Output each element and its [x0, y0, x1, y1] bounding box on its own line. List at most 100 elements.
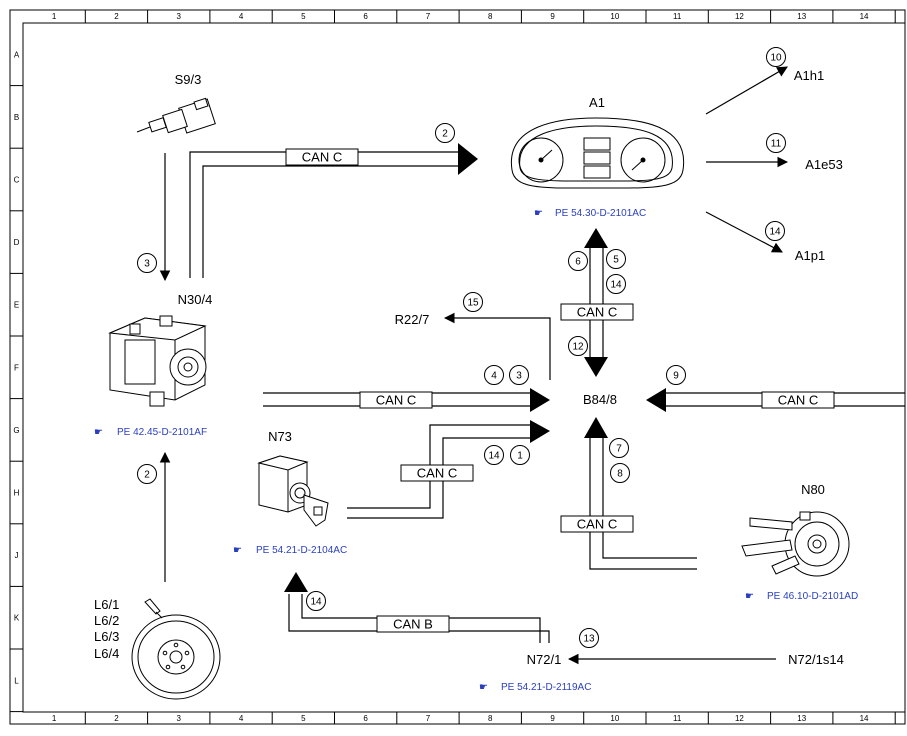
label-l6-4: L6/4 — [94, 646, 119, 661]
signal-number-s4: 4 — [484, 365, 504, 385]
arrow-b84-r22 — [443, 312, 551, 380]
label-a1e53: A1e53 — [805, 157, 843, 172]
signal-number-text: 2 — [442, 129, 448, 140]
ref-n72-1-text[interactable]: PE 54.21-D-2119AC — [501, 682, 591, 693]
signal-number-s15: 15 — [463, 292, 483, 312]
ref-n73[interactable]: ☛ PE 54.21-D-2104AC — [233, 545, 347, 556]
grid-column-label: 1 — [52, 714, 57, 723]
grid-column-label: 6 — [363, 12, 368, 21]
n30-4-control-unit-illustration — [108, 315, 207, 407]
signal-number-s2-top: 2 — [435, 123, 455, 143]
bus-label-text: CAN C — [577, 305, 617, 320]
ref-a1-text[interactable]: PE 54.30-D-2101AC — [555, 208, 646, 219]
ref-n72-1[interactable]: ☛ PE 54.21-D-2119AC — [479, 682, 591, 693]
signal-number-text: 15 — [467, 298, 479, 309]
wire-n80-b84-inner — [589, 438, 697, 570]
signal-number-s5: 5 — [606, 249, 626, 269]
grid-column-label: 10 — [610, 714, 619, 723]
grid-row-label: B — [14, 113, 19, 122]
arrowhead-to-a1 — [458, 143, 478, 175]
grid-column-label: 5 — [301, 12, 306, 21]
bus-label-text: CAN B — [393, 617, 433, 632]
grid-column-label: 11 — [673, 12, 682, 21]
signal-number-text: 1 — [517, 451, 523, 462]
n73-ignition-switch-illustration — [257, 455, 329, 527]
ref-n80[interactable]: ☛ PE 46.10-D-2101AD — [745, 591, 858, 602]
signal-number-s13: 13 — [579, 628, 599, 648]
bus-label-can-b: CAN B — [376, 615, 450, 633]
bus-label-text: CAN C — [302, 150, 342, 165]
bus-label-can-c-right: CAN C — [761, 391, 835, 409]
ref-n80-text[interactable]: PE 46.10-D-2101AD — [767, 591, 858, 602]
signal-number-s3b: 3 — [509, 365, 529, 385]
wire-n80-b84-outer — [602, 438, 697, 559]
signal-number-text: 14 — [310, 597, 322, 608]
grid-row-label: G — [13, 426, 19, 435]
label-n73: N73 — [268, 429, 292, 444]
label-a1: A1 — [589, 95, 605, 110]
label-n30-4: N30/4 — [178, 292, 213, 307]
grid-column-label: 14 — [860, 12, 869, 21]
signal-number-s6: 6 — [568, 251, 588, 271]
component-labels: S9/3 A1 N30/4 R22/7 B84/8 N73 N80 L6/1 L… — [94, 68, 844, 667]
hand-pointer-icon: ☛ — [745, 591, 754, 602]
signal-number-text: 3 — [144, 259, 150, 270]
wire-n30-a1-inner — [202, 165, 458, 278]
ref-a1[interactable]: ☛ PE 54.30-D-2101AC — [534, 208, 646, 219]
grid-column-label: 3 — [177, 12, 182, 21]
label-n72-1: N72/1 — [527, 652, 562, 667]
label-n80: N80 — [801, 482, 825, 497]
grid-column-label: 2 — [114, 714, 119, 723]
bus-label-can-c-n80: CAN C — [560, 515, 634, 533]
signal-number-text: 6 — [575, 257, 581, 268]
hand-pointer-icon: ☛ — [479, 682, 488, 693]
signal-number-text: 10 — [770, 53, 782, 64]
grid-row-label: C — [14, 176, 20, 185]
ref-n30-4-text[interactable]: PE 42.45-D-2101AF — [117, 427, 207, 438]
grid-column-label: 1 — [52, 12, 57, 21]
signal-number-text: 12 — [572, 342, 584, 353]
grid-row-label: J — [15, 551, 19, 560]
bus-label-can-c-n30: CAN C — [359, 391, 433, 409]
grid-column-label: 13 — [797, 12, 806, 21]
signal-number-s3: 3 — [137, 253, 157, 273]
grid-column-label: 13 — [797, 714, 806, 723]
ref-n73-text[interactable]: PE 54.21-D-2104AC — [256, 545, 347, 556]
signal-number-s14-a1: 14 — [606, 274, 626, 294]
arrowhead-right-b84 — [646, 388, 666, 412]
grid-column-label: 11 — [673, 714, 682, 723]
grid-column-label: 4 — [239, 714, 244, 723]
wire-n30-a1-outer — [189, 151, 458, 278]
hand-pointer-icon: ☛ — [94, 427, 103, 438]
arrow-a1-a1p1 — [705, 211, 783, 253]
n80-steering-module-illustration — [741, 511, 850, 577]
reference-links: ☛ PE 54.30-D-2101AC ☛ PE 42.45-D-2101AF … — [94, 208, 858, 693]
bus-arrowheads — [284, 143, 666, 592]
signal-number-text: 14 — [488, 451, 500, 462]
grid-column-label: 7 — [426, 714, 431, 723]
ref-n30-4[interactable]: ☛ PE 42.45-D-2101AF — [94, 427, 207, 438]
label-r22-7: R22/7 — [395, 312, 430, 327]
signal-number-s11: 11 — [766, 133, 786, 153]
arrow-a1-a1h1 — [705, 66, 788, 115]
arrowhead-n30-b84 — [530, 388, 550, 412]
grid-row-label: F — [14, 363, 19, 372]
hand-pointer-icon: ☛ — [233, 545, 242, 556]
label-b84-8: B84/8 — [583, 392, 617, 407]
label-a1h1: A1h1 — [794, 68, 824, 83]
grid-row-label: A — [14, 50, 20, 59]
signal-number-s7: 7 — [609, 438, 629, 458]
bus-label-can-c-b84-vertical: CAN C — [560, 303, 634, 321]
signal-number-s2-bottom: 2 — [137, 464, 157, 484]
grid-column-label: 10 — [610, 12, 619, 21]
signal-number-text: 14 — [769, 227, 781, 238]
bus-label-text: CAN C — [376, 393, 416, 408]
arrowhead-up-a1 — [584, 228, 608, 248]
grid-row-label: E — [14, 301, 19, 310]
frame — [9, 9, 906, 725]
grid-column-label: 8 — [488, 714, 493, 723]
s9-3-sensor-illustration — [136, 97, 216, 134]
